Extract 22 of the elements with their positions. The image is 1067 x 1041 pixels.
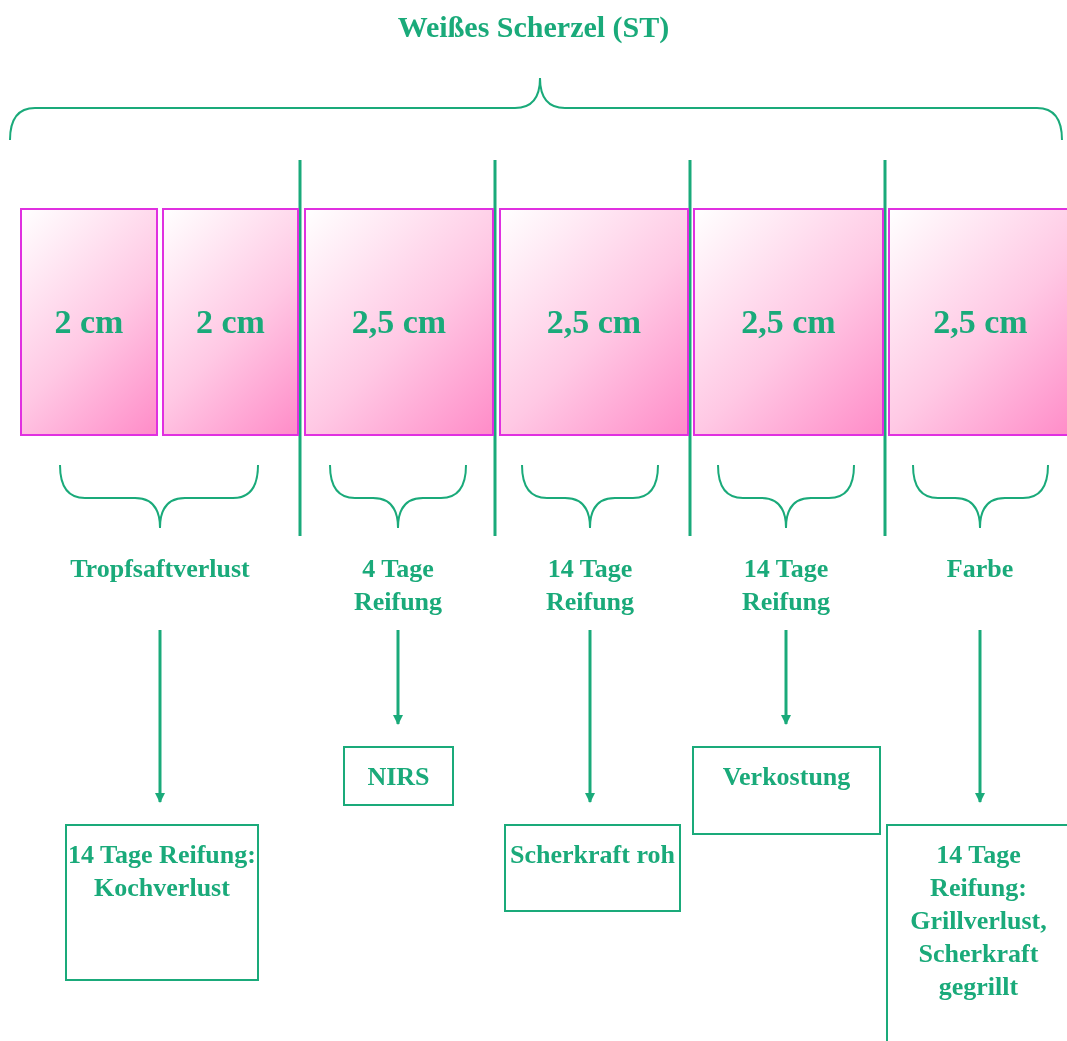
meat-slice: 2 cm <box>162 208 299 436</box>
analysis-box: 14 Tage Reifung: Grillverlust, Scherkraft gegrillt <box>886 824 1067 1041</box>
title: Weißes Scherzel (ST) <box>396 10 671 44</box>
step-label: Tropfsaftverlust <box>40 552 280 588</box>
analysis-box: Verkostung <box>692 746 881 835</box>
arrow <box>975 630 985 803</box>
step-label: 14 Tage Reifung <box>510 552 670 622</box>
step-label: 14 Tage Reifung <box>706 552 866 622</box>
step-label: 4 Tage Reifung <box>318 552 478 622</box>
meat-slice: 2,5 cm <box>304 208 494 436</box>
meat-slice: 2,5 cm <box>693 208 884 436</box>
meat-slice: 2,5 cm <box>888 208 1067 436</box>
analysis-box: NIRS <box>343 746 454 806</box>
meat-slice: 2,5 cm <box>499 208 689 436</box>
step-label: Farbe <box>920 552 1040 588</box>
meat-slice: 2 cm <box>20 208 158 436</box>
analysis-box: Scherkraft roh <box>504 824 681 912</box>
arrow <box>585 630 595 803</box>
arrow <box>393 630 403 725</box>
arrow <box>155 630 165 803</box>
arrow <box>781 630 791 725</box>
analysis-box: 14 Tage Reifung: Kochverlust <box>65 824 259 981</box>
